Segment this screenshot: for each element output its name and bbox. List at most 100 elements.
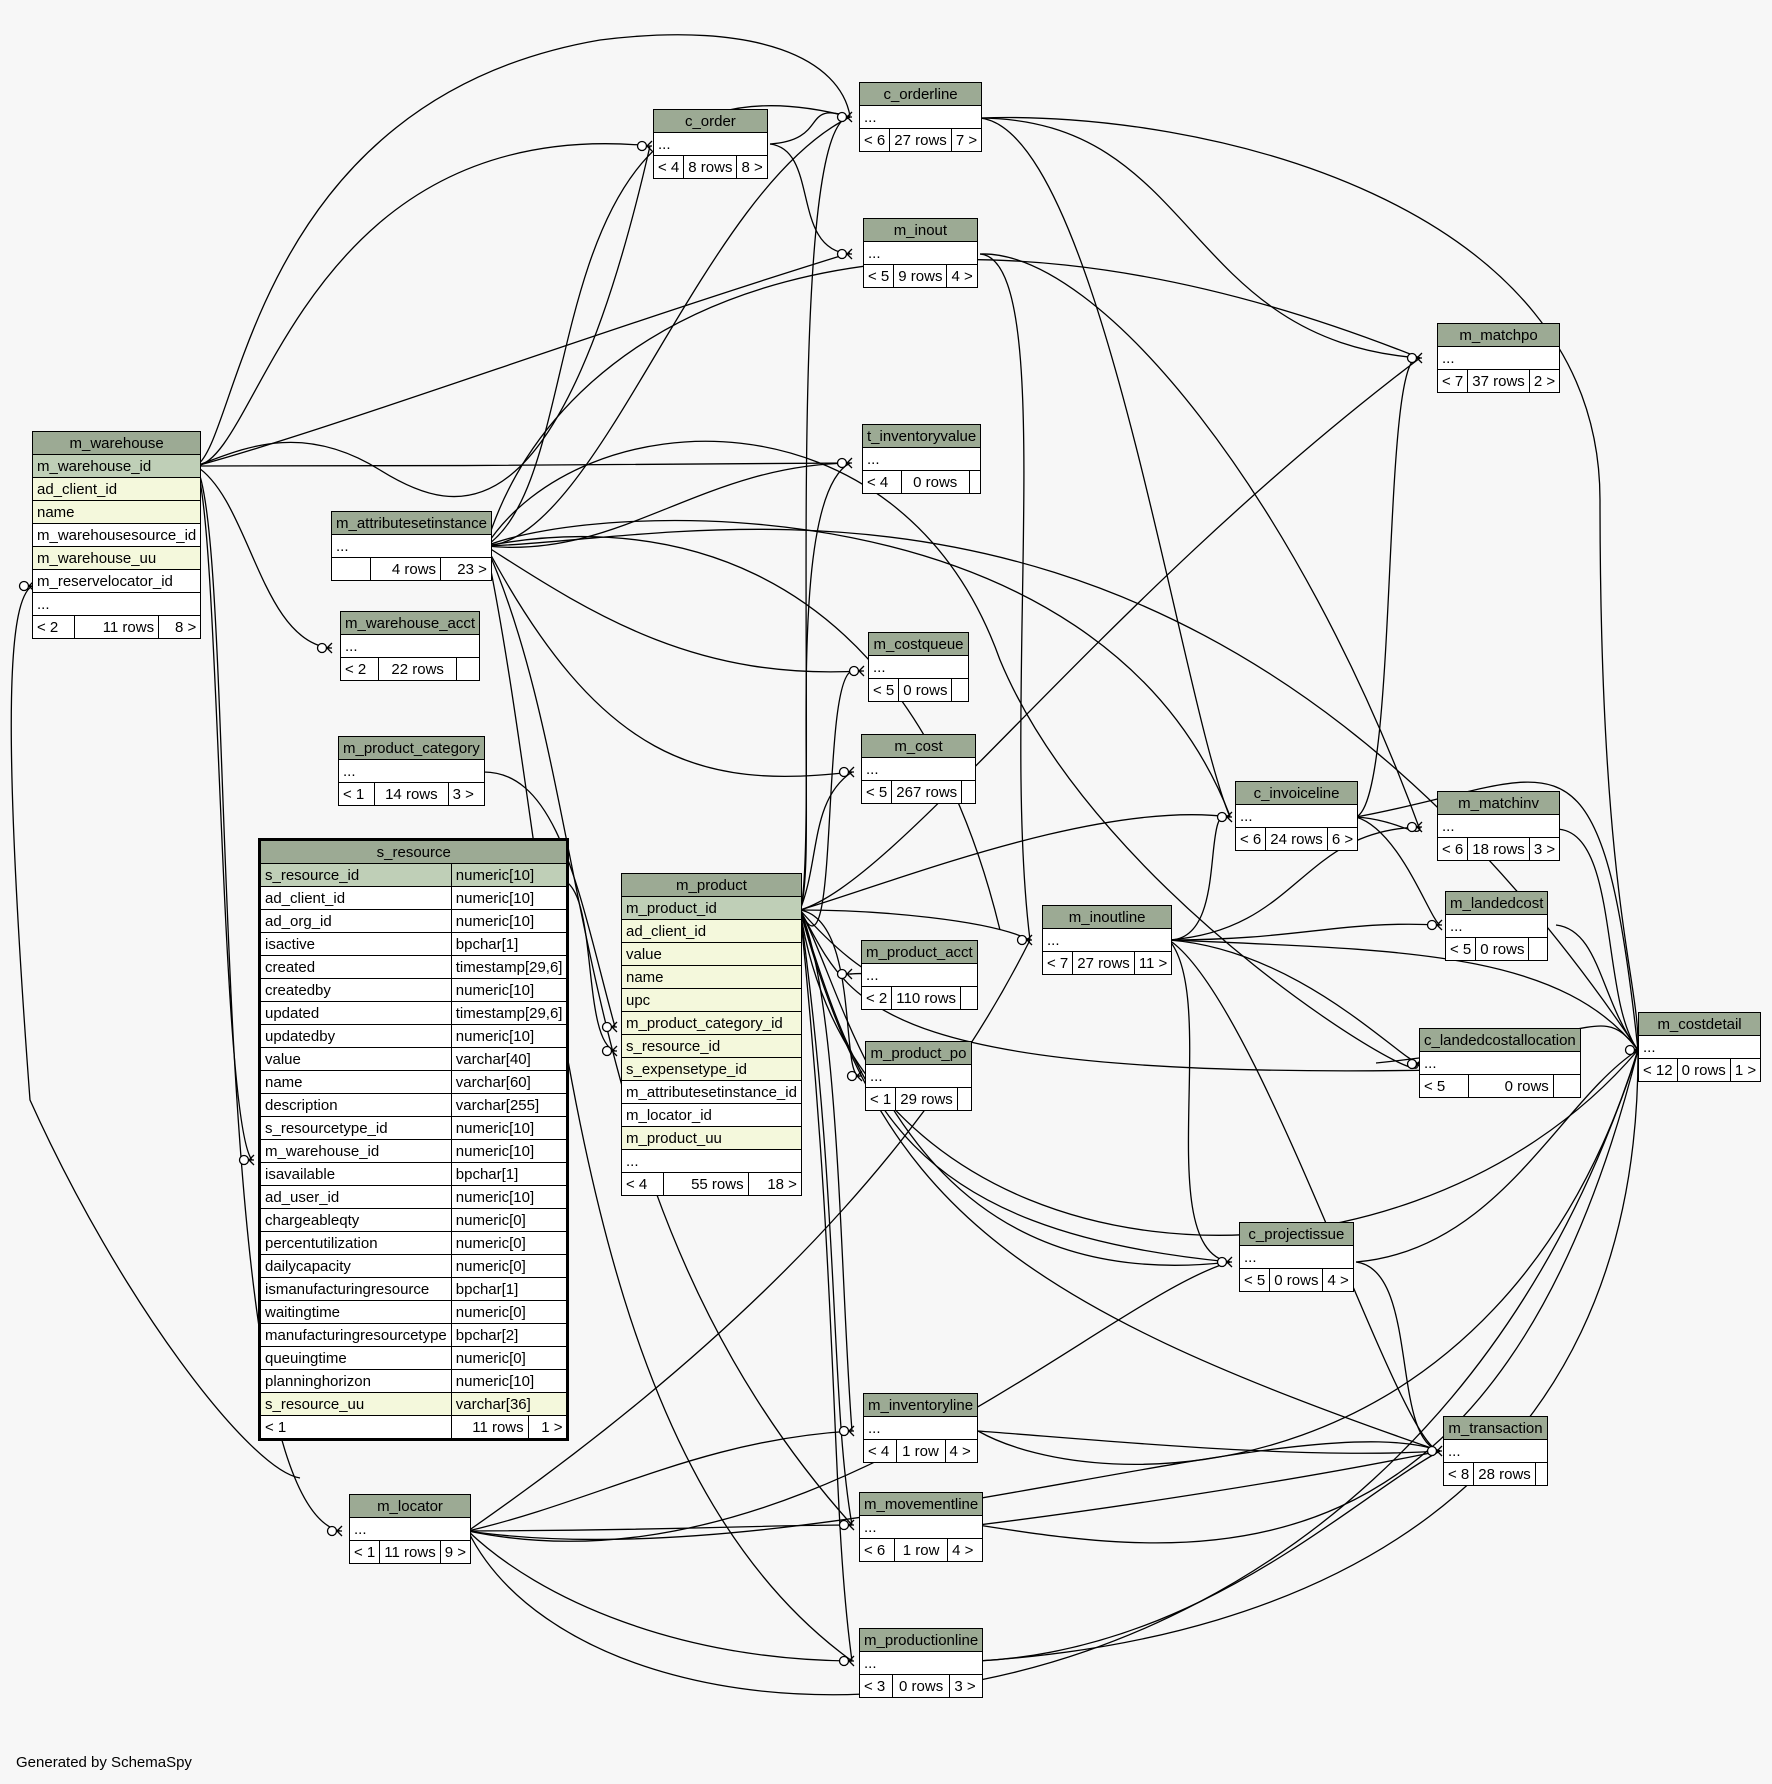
table-title[interactable]: m_warehouse_acct [339, 611, 481, 635]
children-link[interactable]: 9 > [439, 1540, 471, 1564]
column-isactive[interactable]: isactive [259, 932, 452, 956]
column-name[interactable]: name [621, 965, 802, 989]
column-more[interactable]: ... [863, 241, 978, 265]
table-title[interactable]: m_costdetail [1637, 1012, 1762, 1036]
parents-link[interactable]: < 6 [1436, 837, 1469, 861]
children-link[interactable]: 3 > [1528, 837, 1561, 861]
column-m-locator-id[interactable]: m_locator_id [621, 1103, 802, 1127]
column-s-resource-id[interactable]: s_resource_id [621, 1034, 802, 1058]
parents-link[interactable]: < 4 [862, 470, 902, 494]
table-title[interactable]: m_attributesetinstance [331, 511, 492, 535]
table-title[interactable]: m_matchpo [1436, 323, 1561, 347]
column-more[interactable]: ... [1041, 928, 1173, 952]
children-link[interactable]: 8 > [736, 155, 768, 179]
column-m-product-id[interactable]: m_product_id [621, 896, 802, 920]
column-m-warehouse-id[interactable]: m_warehouse_id [259, 1139, 452, 1163]
column-ad-user-id[interactable]: ad_user_id [259, 1185, 452, 1209]
column-more[interactable]: ... [1436, 814, 1561, 838]
children-link[interactable] [1534, 1462, 1549, 1486]
children-link[interactable]: 4 > [947, 1538, 984, 1562]
column-more[interactable]: ... [1234, 804, 1359, 828]
column-more[interactable]: ... [1637, 1035, 1762, 1059]
column-more[interactable]: ... [862, 1416, 979, 1440]
column-isavailable[interactable]: isavailable [259, 1162, 452, 1186]
children-link[interactable]: 11 > [1133, 951, 1173, 975]
column-value[interactable]: value [621, 942, 802, 966]
children-link[interactable] [956, 1087, 973, 1111]
column-ad-client-id[interactable]: ad_client_id [31, 477, 202, 501]
table-title[interactable]: m_movementline [858, 1492, 984, 1516]
children-link[interactable]: 8 > [158, 615, 202, 639]
parents-link[interactable]: < 6 [1234, 827, 1267, 851]
children-link[interactable]: 2 > [1528, 369, 1561, 393]
column-m-warehousesource-id[interactable]: m_warehousesource_id [31, 523, 202, 547]
column-more[interactable]: ... [1436, 346, 1561, 370]
table-title[interactable]: c_orderline [858, 82, 983, 106]
column-more[interactable]: ... [338, 759, 485, 783]
children-link[interactable] [951, 678, 969, 702]
children-link[interactable] [968, 470, 982, 494]
table-m-warehouse[interactable]: m_warehouse m_warehouse_id ad_client_id … [31, 431, 202, 639]
parents-link[interactable]: < 5 [867, 678, 900, 702]
column-s-resourcetype-id[interactable]: s_resourcetype_id [259, 1116, 452, 1140]
table-title[interactable]: m_product_po [865, 1041, 972, 1065]
table-title[interactable]: m_locator [349, 1494, 471, 1518]
children-link[interactable]: 1 > [1729, 1058, 1762, 1082]
column-updated[interactable]: updated [259, 1001, 452, 1025]
column-more[interactable]: ... [868, 655, 969, 679]
column-name[interactable]: name [259, 1070, 452, 1094]
table-title[interactable]: m_inout [863, 218, 978, 242]
column-more[interactable]: ... [858, 105, 983, 129]
parents-link[interactable]: < 1 [337, 782, 376, 806]
children-link[interactable] [456, 657, 481, 681]
column-more[interactable]: ... [1239, 1245, 1354, 1269]
column-more[interactable]: ... [861, 963, 978, 987]
table-title[interactable]: t_inventoryvalue [861, 424, 982, 448]
children-link[interactable]: 6 > [1326, 827, 1359, 851]
column-more[interactable]: ... [858, 1515, 984, 1539]
column-s-resource-id[interactable]: s_resource_id [259, 863, 452, 887]
table-title[interactable]: m_product_acct [861, 940, 978, 964]
table-title[interactable]: s_resource [258, 839, 569, 864]
parents-link[interactable]: < 4 [863, 1439, 897, 1463]
column-queuingtime[interactable]: queuingtime [259, 1346, 452, 1370]
parents-link[interactable]: < 12 [1638, 1058, 1678, 1082]
parents-link[interactable]: < 1 [259, 1415, 452, 1440]
column-s-expensetype-id[interactable]: s_expensetype_id [621, 1057, 802, 1081]
column-ad-client-id[interactable]: ad_client_id [259, 886, 452, 910]
column-more[interactable]: ... [865, 1064, 972, 1088]
column-s-resource-uu[interactable]: s_resource_uu [259, 1392, 452, 1416]
parents-link[interactable]: < 5 [1444, 937, 1477, 961]
table-title[interactable]: c_landedcostallocation [1419, 1028, 1581, 1052]
column-more[interactable]: ... [339, 634, 481, 658]
parents-link[interactable]: < 1 [864, 1087, 897, 1111]
table-title[interactable]: m_transaction [1443, 1416, 1548, 1440]
column-percentutilization[interactable]: percentutilization [259, 1231, 452, 1255]
column-waitingtime[interactable]: waitingtime [259, 1300, 452, 1324]
column-more[interactable]: ... [331, 534, 492, 558]
column-manufacturingresourcetype[interactable]: manufacturingresourcetype [259, 1323, 452, 1347]
column-ad-org-id[interactable]: ad_org_id [259, 909, 452, 933]
column-more[interactable]: ... [1419, 1051, 1581, 1075]
column-more[interactable]: ... [621, 1149, 802, 1173]
table-title[interactable]: c_order [653, 109, 768, 133]
column-ad-client-id[interactable]: ad_client_id [621, 919, 802, 943]
children-link[interactable]: 3 > [447, 782, 485, 806]
parents-link[interactable]: < 2 [860, 986, 893, 1010]
